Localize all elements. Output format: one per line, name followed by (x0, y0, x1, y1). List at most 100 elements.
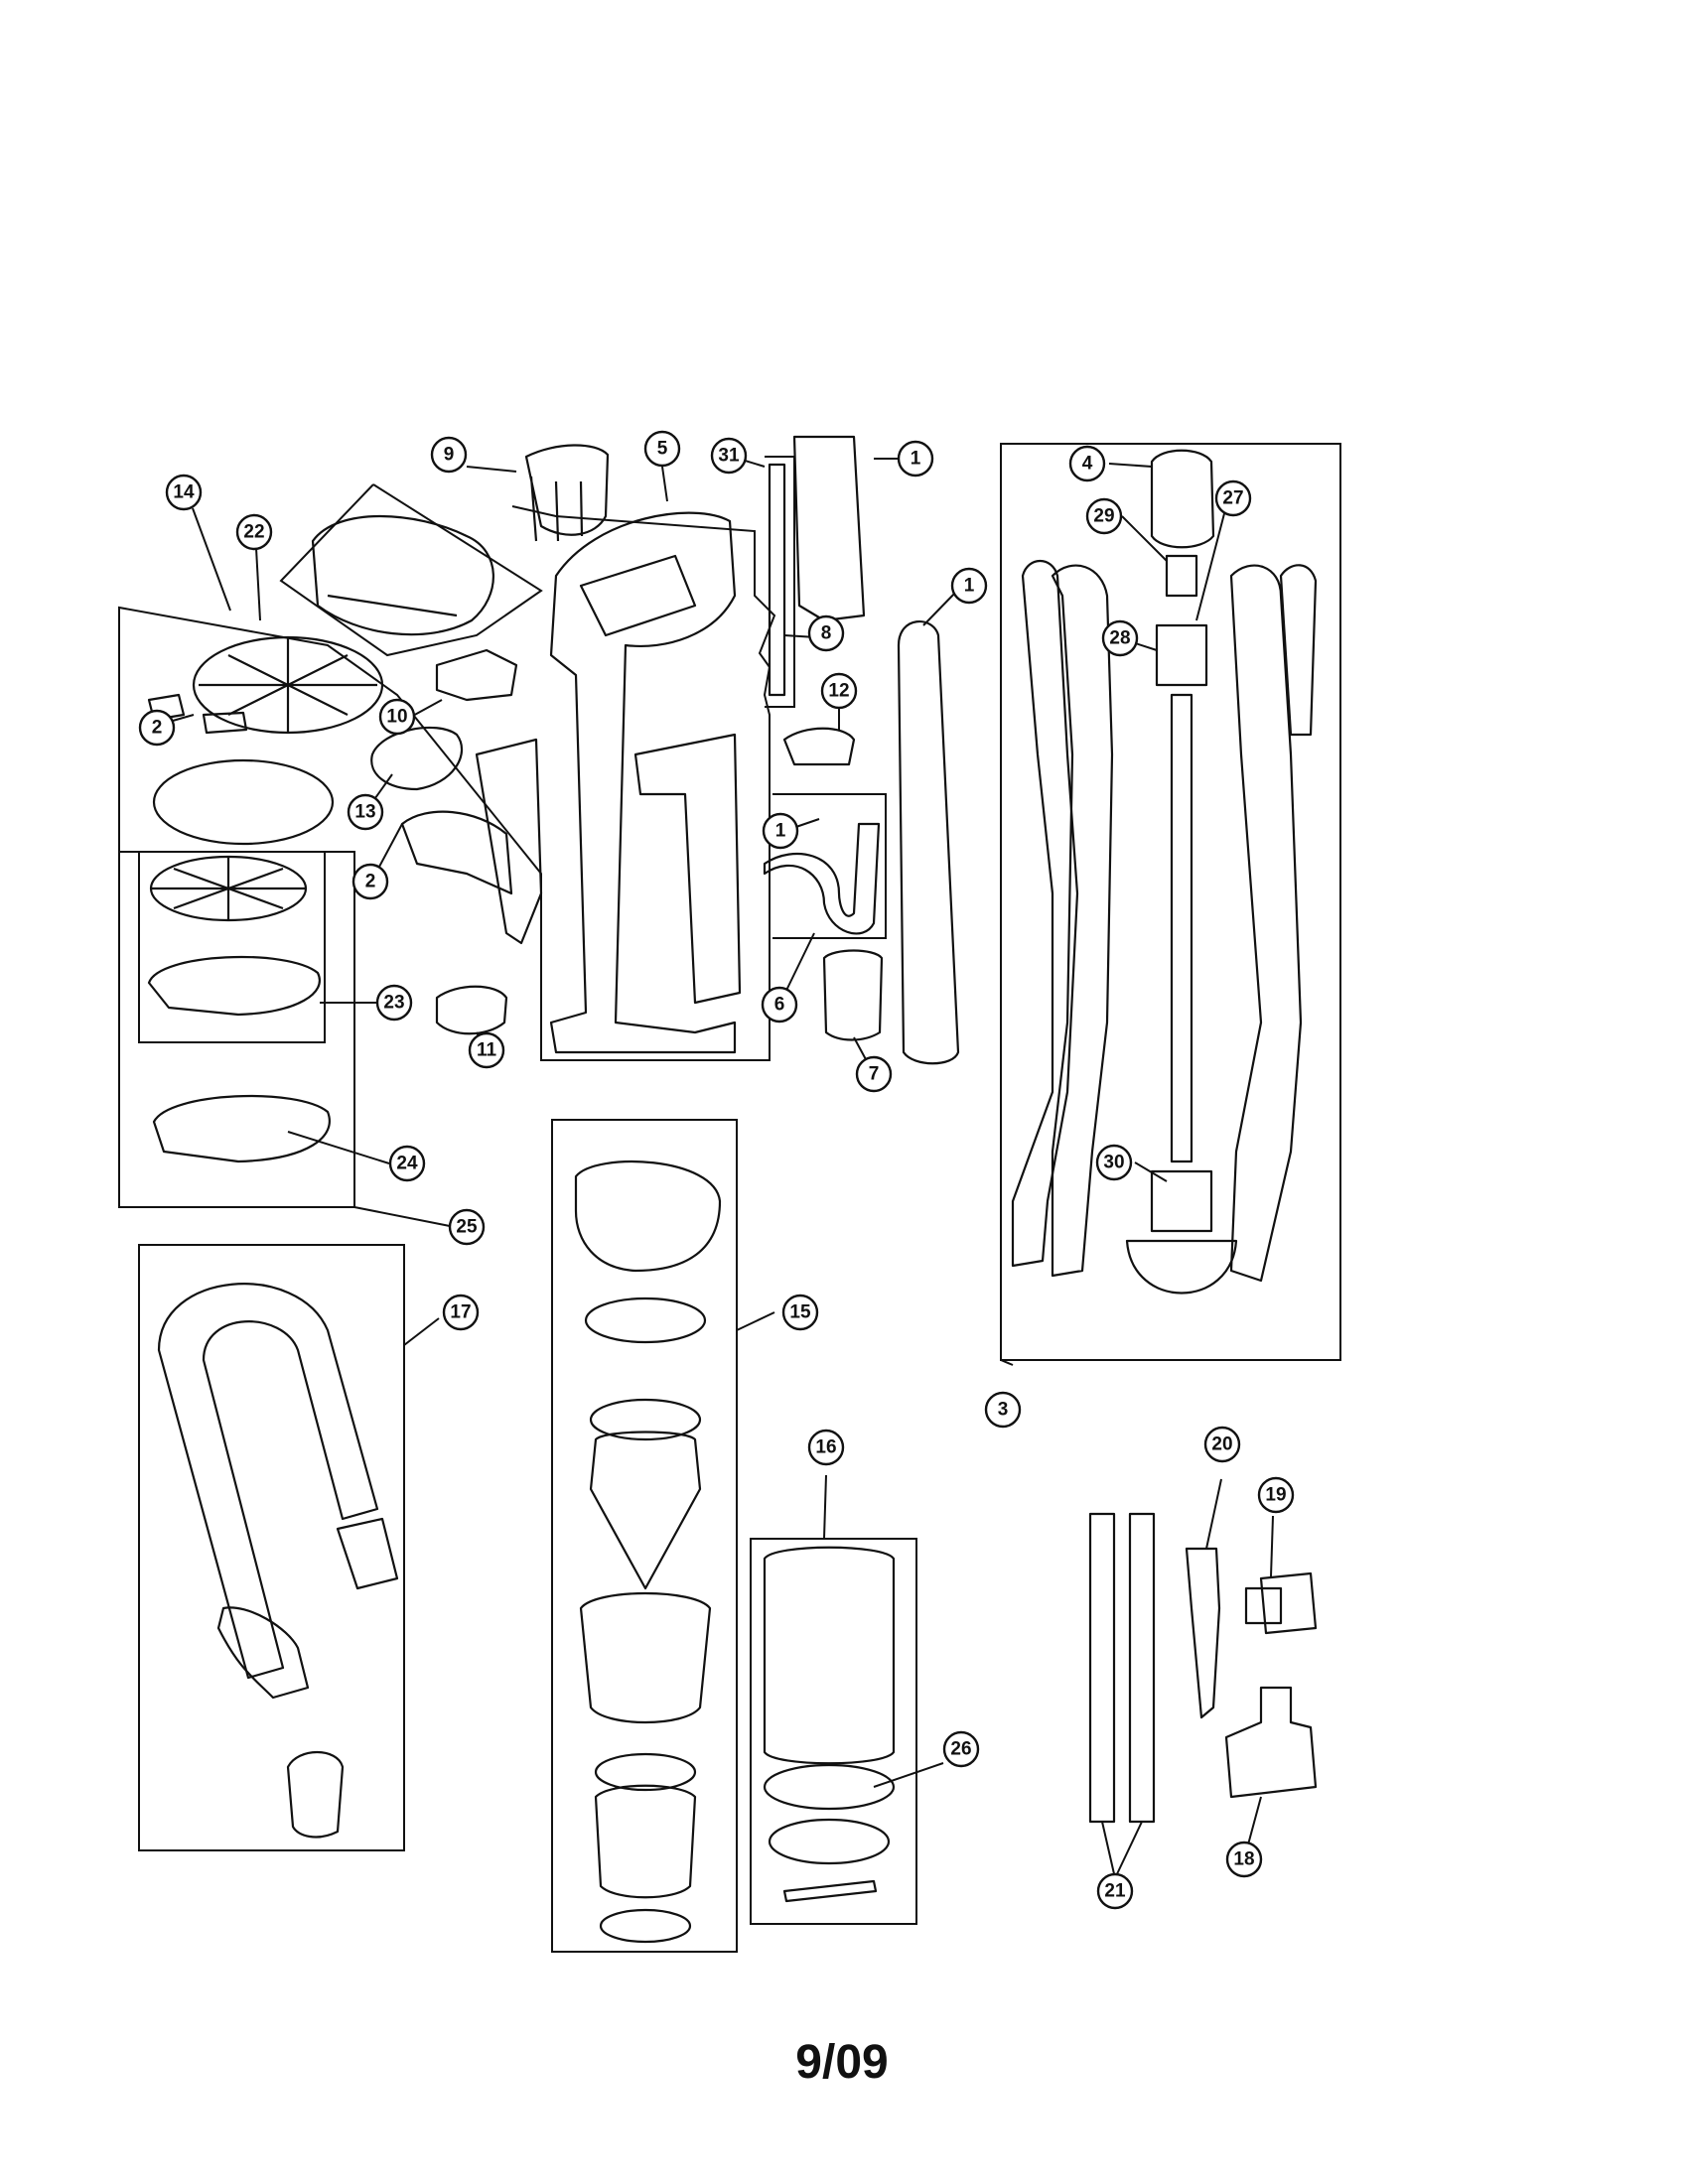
body-group-outline (118, 505, 776, 1061)
callout-25: 25 (448, 1208, 486, 1246)
callout-22: 22 (235, 513, 273, 551)
callout-1-top: 1 (897, 440, 934, 478)
cyclone-group-box (551, 1119, 738, 1953)
callout-3: 3 (984, 1391, 1022, 1429)
rod-group-box (765, 456, 795, 708)
callout-14: 14 (165, 474, 203, 511)
part-20-crevice-tool (1185, 1547, 1221, 1719)
callout-29: 29 (1085, 497, 1123, 535)
svg-text:15: 15 (789, 1302, 811, 1323)
callout-4: 4 (1068, 445, 1106, 482)
handle-group-box (1000, 443, 1341, 1361)
callout-31: 31 (710, 437, 748, 475)
part-29-spring (1165, 554, 1198, 598)
part-3-right-handle (1279, 564, 1318, 737)
part-4-knob (1150, 449, 1215, 549)
callout-24: 24 (388, 1145, 426, 1182)
svg-text:24: 24 (396, 1154, 418, 1174)
svg-text:2: 2 (152, 718, 163, 739)
svg-text:5: 5 (657, 439, 668, 460)
callout-23: 23 (375, 984, 413, 1022)
hose-link-box (772, 793, 887, 939)
svg-text:7: 7 (869, 1064, 880, 1085)
callout-13: 13 (347, 793, 384, 831)
gasket-ring (152, 758, 335, 846)
svg-text:20: 20 (1211, 1434, 1232, 1455)
svg-text:25: 25 (456, 1217, 478, 1238)
inner-bracket (400, 738, 543, 945)
part-15-ring-1 (584, 1297, 707, 1344)
callout-11: 11 (468, 1031, 505, 1069)
part-21-wand-right (1128, 1512, 1156, 1824)
cover-group-outline (279, 483, 543, 657)
filter-inner-box (138, 851, 326, 1043)
callouts: 14 22 9 5 31 1 1 8 12 1 2 10 13 2 23 11 … (138, 430, 1295, 1910)
part-18-turbo-tool (1224, 1686, 1318, 1799)
part-10-bracket (435, 648, 518, 702)
callout-10: 10 (378, 698, 416, 736)
part-7-cuff (822, 949, 884, 1041)
svg-text:26: 26 (950, 1739, 971, 1760)
part-5-back-panel (633, 733, 742, 1005)
cover-shell (311, 514, 494, 636)
part-3-right-shell (1229, 564, 1303, 1283)
svg-text:9: 9 (444, 445, 455, 466)
callout-19: 19 (1257, 1476, 1295, 1514)
svg-text:31: 31 (718, 446, 740, 467)
part-22-tray-ribs (199, 637, 377, 733)
part-5-main-body (549, 511, 737, 1054)
part-28-coupler (1155, 623, 1208, 687)
part-15-ring-3 (594, 1752, 697, 1792)
svg-text:10: 10 (386, 707, 407, 728)
part-17-hose-cuff (336, 1517, 399, 1590)
callout-26: 26 (942, 1730, 980, 1768)
svg-text:1: 1 (775, 821, 786, 842)
part-3-left-shell (1051, 564, 1114, 1278)
svg-text:3: 3 (998, 1400, 1009, 1421)
callout-17: 17 (442, 1294, 480, 1331)
part-15-filter-cup (579, 1591, 712, 1724)
part-11-clip (435, 985, 508, 1035)
svg-text:16: 16 (815, 1437, 836, 1458)
svg-text:19: 19 (1265, 1485, 1286, 1506)
part-19-dusting-brush (1244, 1571, 1318, 1635)
svg-text:11: 11 (477, 1040, 497, 1061)
svg-text:13: 13 (354, 802, 375, 823)
callout-27: 27 (1214, 479, 1252, 517)
svg-text:1: 1 (911, 449, 921, 470)
svg-text:21: 21 (1104, 1881, 1126, 1902)
svg-text:8: 8 (821, 623, 832, 644)
callout-2-bracket: 2 (351, 863, 389, 900)
callout-9: 9 (430, 436, 468, 474)
part-31-rod (768, 463, 786, 697)
right-tube (897, 620, 960, 1065)
callout-15: 15 (781, 1294, 819, 1331)
svg-text:12: 12 (828, 681, 849, 702)
part-17-hose (157, 1283, 379, 1680)
svg-text:18: 18 (1233, 1849, 1254, 1870)
callout-21: 21 (1096, 1872, 1134, 1910)
callout-12: 12 (820, 672, 858, 710)
part-1-housing-top (792, 435, 866, 622)
svg-text:4: 4 (1082, 454, 1093, 475)
part-9-top-cap (524, 444, 610, 542)
part-12-clip (782, 727, 856, 766)
svg-text:27: 27 (1222, 488, 1243, 509)
callout-20: 20 (1203, 1426, 1241, 1463)
part-26-lid (768, 1818, 891, 1865)
leader-lines (165, 455, 1274, 1879)
svg-text:1: 1 (964, 576, 975, 597)
callout-16: 16 (807, 1429, 845, 1466)
hose-group-box (138, 1244, 405, 1851)
svg-text:30: 30 (1103, 1153, 1124, 1173)
part-6-hose-bend (763, 822, 881, 935)
page-code: 9/09 (795, 2036, 889, 2089)
svg-text:28: 28 (1109, 628, 1130, 649)
part-23-filter-pad (147, 955, 321, 1017)
part-15-ring-2 (589, 1398, 702, 1441)
callout-1-tube: 1 (950, 567, 988, 605)
part-30-base (1125, 1169, 1238, 1295)
part-15-cone (589, 1431, 702, 1590)
svg-text:17: 17 (450, 1302, 471, 1323)
part-16-dust-cup (763, 1546, 896, 1765)
